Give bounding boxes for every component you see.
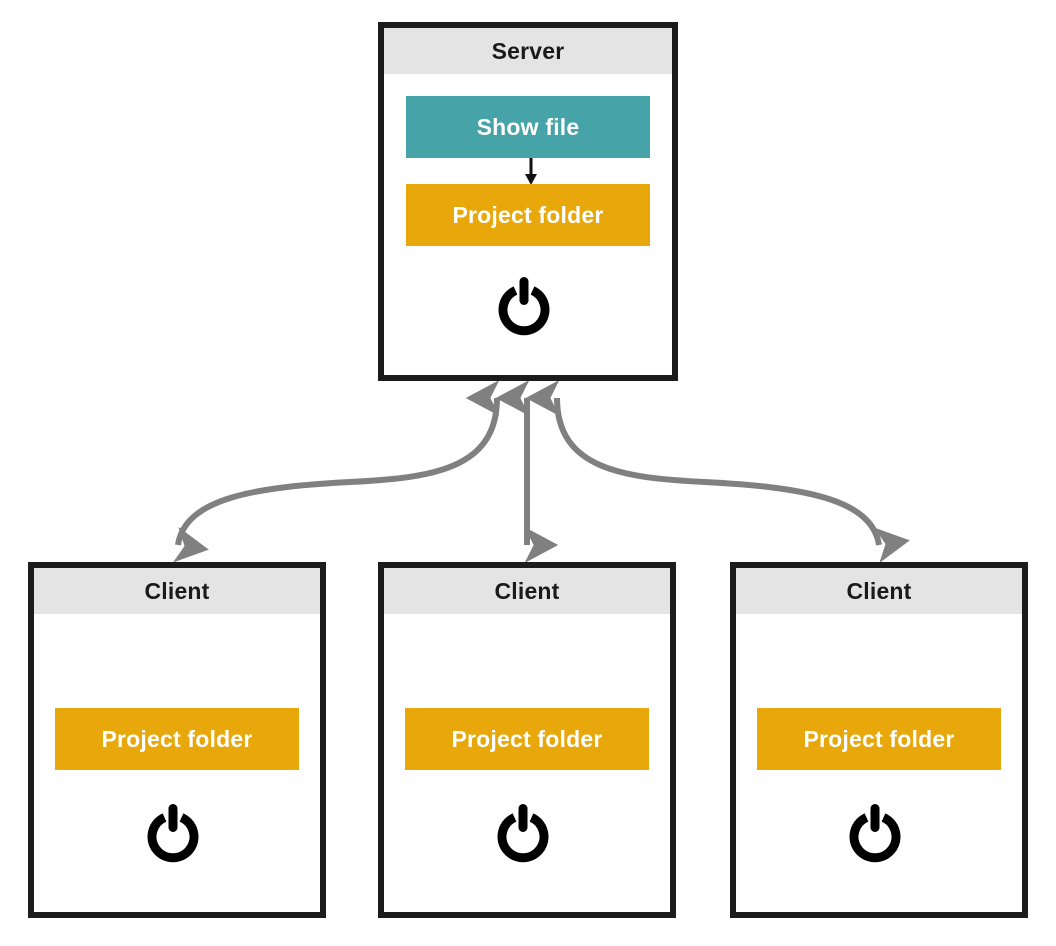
server-power-icon[interactable] — [498, 277, 550, 337]
client-1-title: Client — [34, 568, 320, 614]
client-1-power-icon[interactable] — [147, 804, 199, 864]
client-2-body: Project folder — [384, 614, 670, 912]
client-2-project-folder-label: Project folder — [451, 725, 603, 752]
client-3-project-folder-label: Project folder — [803, 725, 955, 752]
server-project-folder-bar[interactable]: Project folder — [406, 184, 650, 246]
client-3-power-icon[interactable] — [849, 804, 901, 864]
client-box-1[interactable]: Client Project folder — [28, 562, 326, 918]
client-2-project-folder-bar[interactable]: Project folder — [405, 708, 649, 770]
server-project-folder-label: Project folder — [452, 201, 604, 228]
client-1-project-folder-label: Project folder — [101, 725, 253, 752]
connector-server-client-3 — [525, 379, 910, 564]
server-box[interactable]: Server Show file Project folder — [378, 22, 678, 381]
connector-server-client-1 — [172, 380, 500, 563]
client-box-3[interactable]: Client Project folder — [730, 562, 1028, 918]
client-2-power-icon[interactable] — [497, 804, 549, 864]
client-box-2[interactable]: Client Project folder — [378, 562, 676, 918]
client-1-project-folder-bar[interactable]: Project folder — [55, 708, 299, 770]
client-3-title: Client — [736, 568, 1022, 614]
server-flow-arrow-icon — [525, 158, 537, 185]
client-1-body: Project folder — [34, 614, 320, 912]
client-2-title: Client — [384, 568, 670, 614]
server-title: Server — [384, 28, 672, 74]
client-3-body: Project folder — [736, 614, 1022, 912]
server-show-file-label: Show file — [476, 113, 580, 140]
client-3-project-folder-bar[interactable]: Project folder — [757, 708, 1001, 770]
server-show-file-bar[interactable]: Show file — [406, 96, 650, 158]
server-body: Show file Project folder — [384, 74, 672, 375]
